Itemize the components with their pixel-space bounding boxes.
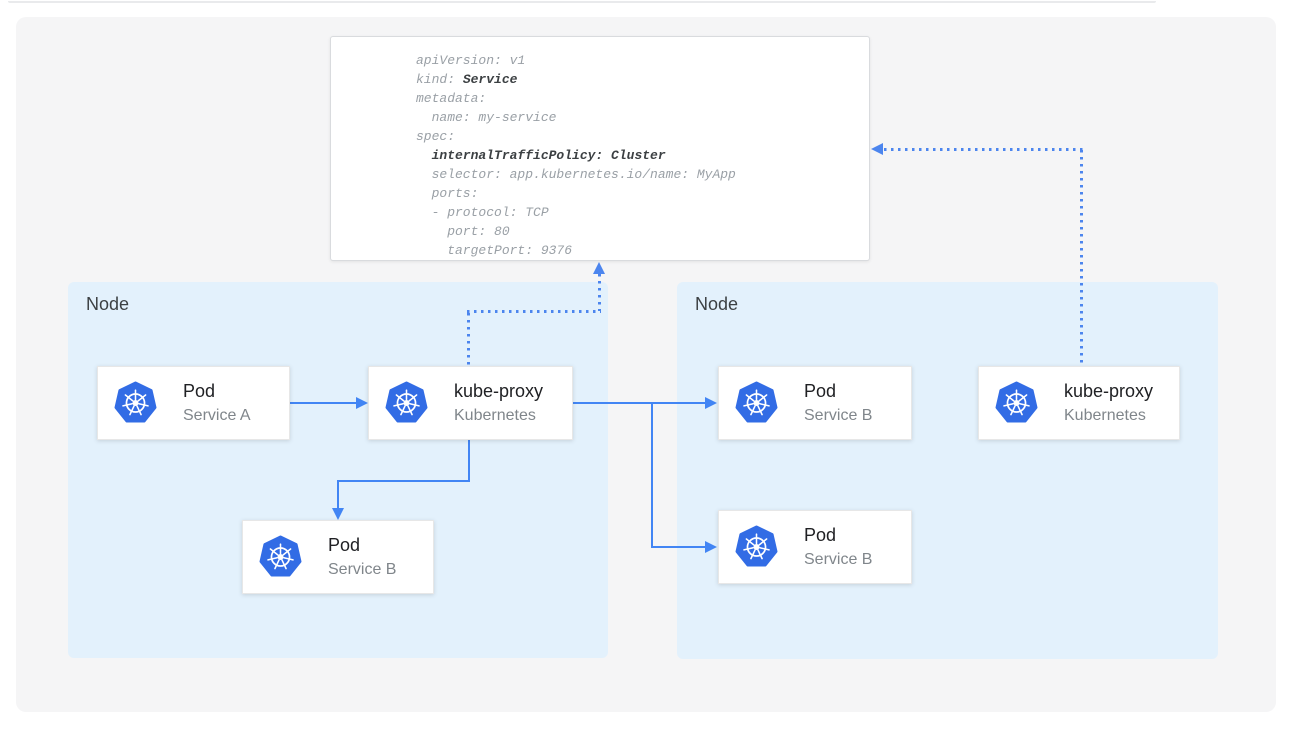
- code-line: selector: app.kubernetes.io/name: MyApp: [416, 165, 736, 184]
- dotted-segment: [598, 274, 601, 311]
- card-subtitle: Kubernetes: [454, 404, 543, 427]
- header-divider-line: [8, 1, 1156, 3]
- arrow-segment: [338, 480, 470, 482]
- arrow-segment: [290, 402, 358, 404]
- node-right: Node: [677, 282, 1218, 659]
- card-pod-service-a: Pod Service A: [97, 366, 290, 440]
- node-left: Node: [68, 282, 608, 658]
- card-title: Pod: [804, 379, 872, 404]
- card-title: kube-proxy: [1064, 379, 1153, 404]
- card-pod-service-b-left: Pod Service B: [242, 520, 434, 594]
- dotted-segment: [467, 313, 470, 366]
- arrowhead-down: [332, 508, 344, 520]
- card-subtitle: Service B: [804, 404, 872, 427]
- kubernetes-icon: [385, 381, 428, 425]
- card-title: Pod: [804, 523, 872, 548]
- code-line: ports:: [416, 184, 736, 203]
- card-title: Pod: [183, 379, 251, 404]
- code-line: kind: Service: [416, 70, 736, 89]
- code-line: targetPort: 9376: [416, 241, 736, 260]
- dotted-segment: [467, 310, 601, 313]
- arrow-segment: [573, 402, 707, 404]
- arrowhead-right: [356, 397, 368, 409]
- card-title: kube-proxy: [454, 379, 543, 404]
- kubernetes-icon: [735, 381, 778, 425]
- arrow-segment: [337, 480, 339, 509]
- code-line: port: 80: [416, 222, 736, 241]
- arrowhead-up: [593, 262, 605, 274]
- kubernetes-icon: [995, 381, 1038, 425]
- arrow-segment: [652, 546, 707, 548]
- node-left-label: Node: [86, 294, 129, 315]
- node-right-label: Node: [695, 294, 738, 315]
- card-title: Pod: [328, 533, 396, 558]
- code-line: internalTrafficPolicy: Cluster: [416, 146, 736, 165]
- arrowhead-right: [705, 541, 717, 553]
- card-subtitle: Service A: [183, 404, 251, 427]
- yaml-code: apiVersion: v1kind: Servicemetadata: nam…: [416, 51, 736, 260]
- card-pod-service-b-right-top: Pod Service B: [718, 366, 912, 440]
- card-pod-service-b-right-bottom: Pod Service B: [718, 510, 912, 584]
- code-line: apiVersion: v1: [416, 51, 736, 70]
- service-yaml-panel: apiVersion: v1kind: Servicemetadata: nam…: [330, 36, 870, 261]
- dotted-segment: [884, 148, 1083, 151]
- card-kube-proxy-right: kube-proxy Kubernetes: [978, 366, 1180, 440]
- card-subtitle: Kubernetes: [1064, 404, 1153, 427]
- code-line: name: my-service: [416, 108, 736, 127]
- arrowhead-right: [705, 397, 717, 409]
- code-line: - protocol: TCP: [416, 203, 736, 222]
- dotted-segment: [1080, 150, 1083, 366]
- arrow-segment: [468, 440, 470, 482]
- code-line: spec:: [416, 127, 736, 146]
- card-kube-proxy-left: kube-proxy Kubernetes: [368, 366, 573, 440]
- kubernetes-icon: [259, 535, 302, 579]
- card-subtitle: Service B: [328, 558, 396, 581]
- arrowhead-left: [871, 143, 883, 155]
- kubernetes-icon: [735, 525, 778, 569]
- kubernetes-icon: [114, 381, 157, 425]
- card-subtitle: Service B: [804, 548, 872, 571]
- code-line: metadata:: [416, 89, 736, 108]
- arrow-segment: [651, 402, 653, 548]
